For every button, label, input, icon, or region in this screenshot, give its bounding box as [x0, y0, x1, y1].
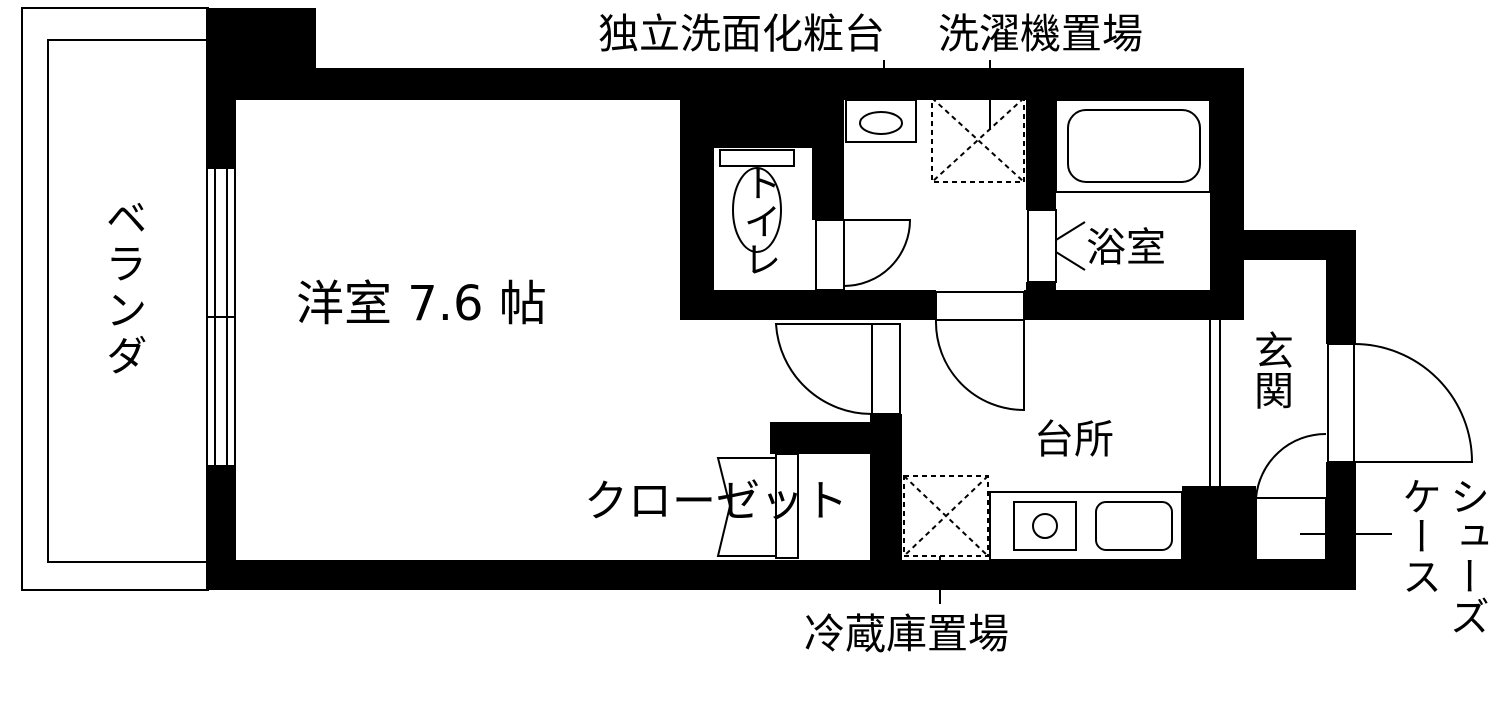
wall-bottom: [206, 560, 1356, 590]
toilet-label: トイレ: [737, 164, 781, 278]
washer-space: [931, 97, 1025, 183]
kitchen-counter: [989, 491, 1183, 561]
fridge-space-label: 冷蔵庫置場: [804, 610, 1009, 658]
wall-bath-left-b: [1026, 282, 1056, 320]
toilet-fixture: [719, 149, 795, 253]
western-room-label: 洋室 7.6 帖: [296, 276, 547, 332]
closet-label: クローゼット: [584, 476, 848, 527]
walls: [206, 8, 1356, 590]
washer-space-label: 洗濯機置場: [938, 10, 1143, 58]
window-veranda: [206, 167, 236, 467]
shoe-case-label-b: ケース: [1395, 476, 1441, 596]
wall-right-entrance-upper: [1326, 230, 1356, 344]
veranda-label: ベランダ: [99, 196, 148, 380]
washbasin-label: 独立洗面化粧台: [598, 10, 885, 58]
shoe-case: [1255, 497, 1392, 561]
entrance-label: 玄関: [1247, 330, 1293, 410]
shoe-case-label-a: シューズ: [1443, 476, 1489, 636]
wall-bath-left-a: [1026, 100, 1056, 210]
bathroom-label: 浴室: [1086, 225, 1166, 271]
fridge-space: [903, 475, 989, 557]
bathtub: [1055, 99, 1211, 193]
washbasin: [845, 99, 917, 143]
kitchen-partition: [1209, 320, 1221, 486]
wall-top: [206, 68, 1244, 100]
wall-right-bath: [1210, 68, 1244, 320]
wall-wet-bottom-b: [1024, 290, 1244, 320]
wall-right-entrance-lower: [1326, 462, 1356, 590]
pillar-kitchen: [1182, 486, 1256, 590]
wall-wet-bottom-a: [680, 290, 936, 320]
wall-toilet-right: [812, 140, 844, 220]
doors: [716, 209, 1474, 559]
kitchen-label: 台所: [1034, 417, 1114, 463]
wall-closet-right: [870, 414, 902, 590]
